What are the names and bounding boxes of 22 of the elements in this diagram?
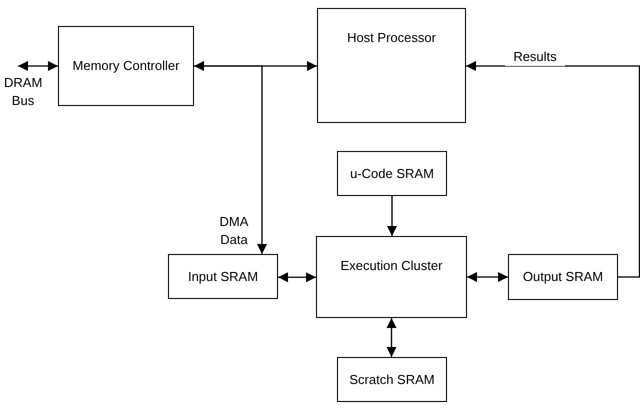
block-label: u-Code SRAM bbox=[349, 164, 435, 182]
arrow bbox=[18, 61, 58, 71]
arrow bbox=[194, 65, 267, 254]
block-box bbox=[168, 254, 278, 299]
block-box bbox=[508, 254, 618, 300]
block-label: Execution Cluster bbox=[340, 257, 444, 275]
block-label: Scratch SRAM bbox=[348, 370, 436, 388]
arrow bbox=[467, 272, 508, 282]
arrow bbox=[387, 196, 397, 236]
block-label: Output SRAM bbox=[522, 268, 604, 286]
block-box bbox=[58, 26, 194, 106]
arrow bbox=[466, 61, 640, 278]
block-box bbox=[317, 8, 466, 123]
block-label: Input SRAM bbox=[186, 268, 260, 286]
block-box bbox=[337, 151, 447, 196]
block-label: Memory Controller bbox=[72, 57, 180, 75]
arrow bbox=[194, 61, 317, 71]
block-box bbox=[337, 357, 447, 402]
block-box bbox=[316, 236, 467, 318]
arrow bbox=[278, 272, 316, 282]
arrow bbox=[386, 318, 396, 357]
block-label: Host Processor bbox=[346, 29, 437, 47]
